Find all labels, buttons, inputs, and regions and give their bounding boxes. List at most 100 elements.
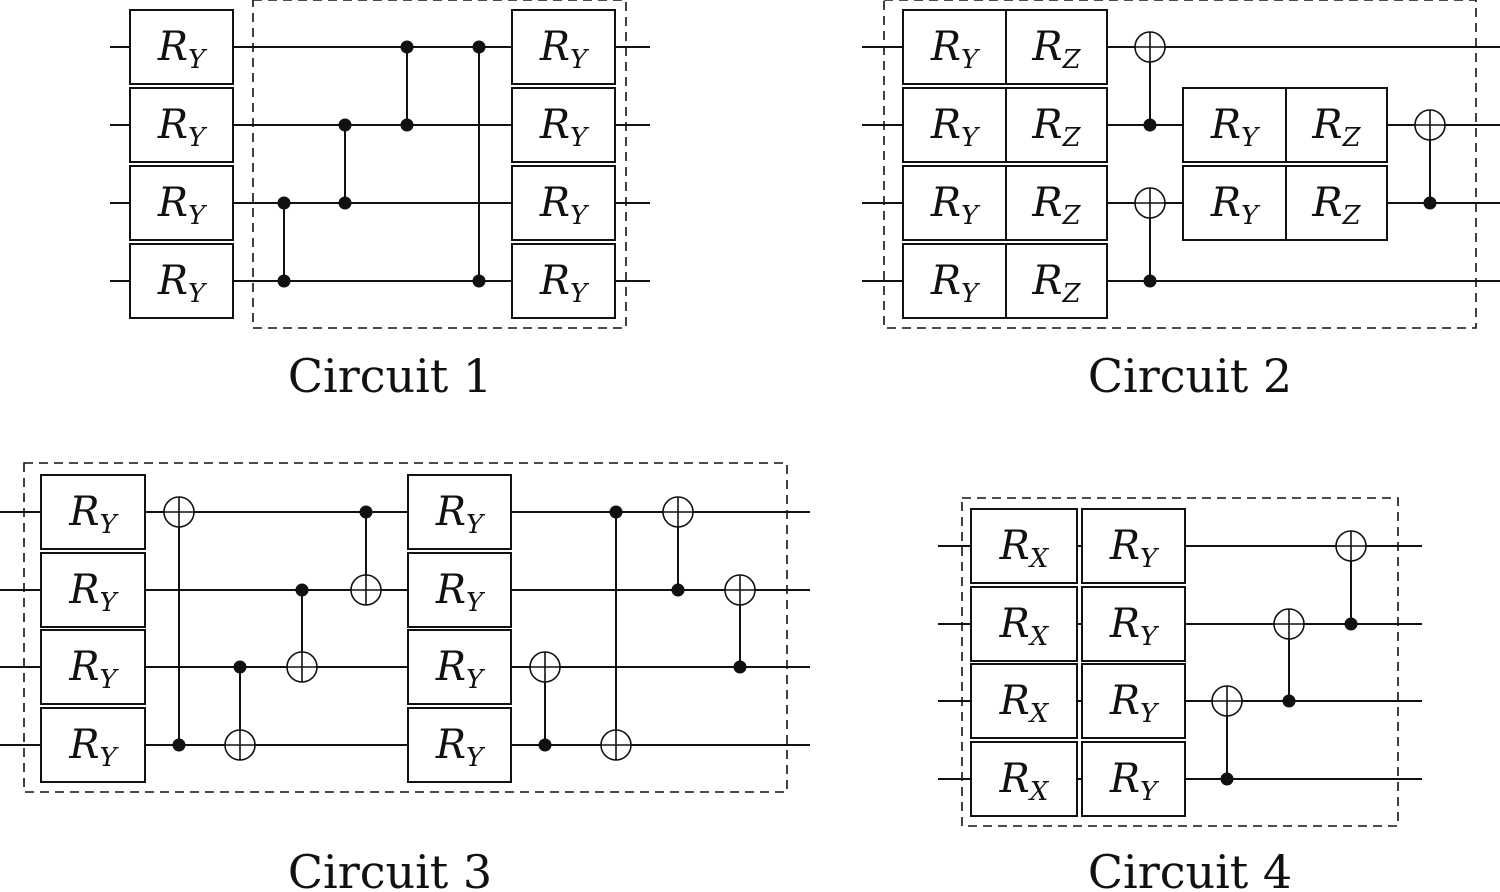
gate-label: RY xyxy=(1109,523,1160,574)
control-dot xyxy=(400,40,414,54)
control-dot xyxy=(1143,118,1157,132)
control-dot xyxy=(359,505,373,519)
rotation-gate-ry: RY xyxy=(902,165,1007,241)
rotation-gate-rx: RX xyxy=(970,508,1078,584)
rotation-gate-ry: RY xyxy=(1182,87,1287,163)
rotation-gate-ry: RY xyxy=(902,87,1007,163)
rotation-gate-ry: RY xyxy=(40,474,146,550)
gate-label: RY xyxy=(1109,678,1160,729)
cnot-target xyxy=(1335,530,1367,562)
gate-label: RX xyxy=(999,678,1050,729)
gate-label: RX xyxy=(999,756,1050,807)
control-dot xyxy=(538,738,552,752)
controlled-gate xyxy=(224,660,256,761)
rotation-gate-ry: RY xyxy=(511,9,616,85)
circuit-caption: Circuit 3 xyxy=(288,845,492,892)
gate-label: RZ xyxy=(1311,180,1361,231)
control-dot xyxy=(1220,772,1234,786)
gate-label: RY xyxy=(68,489,119,540)
cnot-target xyxy=(224,729,256,761)
gate-label: RY xyxy=(68,722,119,773)
gate-label: RY xyxy=(930,102,981,153)
circuit-caption: Circuit 4 xyxy=(1088,845,1292,892)
cnot-target xyxy=(1414,109,1446,141)
gate-label: RY xyxy=(157,102,208,153)
gate-label: RY xyxy=(435,489,486,540)
rotation-gate-ry: RY xyxy=(1081,741,1186,817)
gate-label: RY xyxy=(539,102,590,153)
gate-label: RY xyxy=(930,24,981,75)
rotation-gate-ry: RY xyxy=(407,552,512,628)
gate-label: RY xyxy=(68,644,119,695)
controlled-gate xyxy=(1134,187,1166,288)
rotation-gate-rz: RZ xyxy=(1005,243,1108,319)
gate-label: RY xyxy=(157,24,208,75)
control-dot xyxy=(472,274,486,288)
gate-label: RY xyxy=(539,24,590,75)
control-dot xyxy=(1423,196,1437,210)
cnot-target xyxy=(724,574,756,606)
gate-label: RX xyxy=(999,523,1050,574)
rotation-gate-rz: RZ xyxy=(1285,87,1388,163)
gate-label: RY xyxy=(539,258,590,309)
gate-label: RZ xyxy=(1031,102,1081,153)
dashed-layer-box xyxy=(252,0,627,329)
rotation-gate-rx: RX xyxy=(970,663,1078,739)
rotation-gate-ry: RY xyxy=(407,629,512,705)
rotation-gate-ry: RY xyxy=(902,243,1007,319)
cnot-target xyxy=(1273,608,1305,640)
controlled-gate xyxy=(1273,608,1305,708)
controlled-gate xyxy=(724,574,756,674)
rotation-gate-rx: RX xyxy=(970,741,1078,817)
controlled-gate xyxy=(400,40,414,132)
circuit-caption: Circuit 1 xyxy=(288,349,492,403)
gate-label: RY xyxy=(930,258,981,309)
gate-label: RY xyxy=(157,180,208,231)
circuit-caption: Circuit 2 xyxy=(1088,349,1292,403)
rotation-gate-rz: RZ xyxy=(1285,165,1388,241)
circuit-4: RX RY RX RY RX RY RX RY Circuit 4 xyxy=(938,497,1422,892)
gate-label: RZ xyxy=(1031,24,1081,75)
cnot-target xyxy=(1134,31,1166,63)
rotation-gate-rz: RZ xyxy=(1005,87,1108,163)
dashed-layer-box xyxy=(883,0,1477,329)
gate-label: RY xyxy=(1210,180,1261,231)
controlled-gate xyxy=(529,651,561,752)
controlled-gate xyxy=(1211,685,1243,786)
rotation-gate-ry: RY xyxy=(902,9,1007,85)
rotation-gate-ry: RY xyxy=(129,165,234,241)
rotation-gate-ry: RY xyxy=(1182,165,1287,241)
control-dot xyxy=(733,660,747,674)
controlled-gate xyxy=(286,583,318,683)
cnot-target xyxy=(163,496,195,528)
cnot-target xyxy=(662,496,694,528)
gate-label: RY xyxy=(930,180,981,231)
rotation-gate-ry: RY xyxy=(1081,586,1186,662)
gate-label: RZ xyxy=(1031,258,1081,309)
rotation-gate-ry: RY xyxy=(40,552,146,628)
rotation-gate-ry: RY xyxy=(1081,508,1186,584)
cnot-target xyxy=(1211,685,1243,717)
control-dot xyxy=(671,583,685,597)
gate-label: RY xyxy=(1109,756,1160,807)
gate-label: RZ xyxy=(1031,180,1081,231)
control-dot xyxy=(400,118,414,132)
gate-label: RZ xyxy=(1311,102,1361,153)
cnot-target xyxy=(1134,187,1166,219)
controlled-gate xyxy=(662,496,694,597)
control-dot xyxy=(233,660,247,674)
control-dot xyxy=(472,40,486,54)
controlled-gate xyxy=(277,196,291,288)
control-dot xyxy=(1344,617,1358,631)
controlled-gate xyxy=(1134,31,1166,132)
gate-label: RY xyxy=(435,644,486,695)
gate-label: RY xyxy=(1210,102,1261,153)
gate-label: RY xyxy=(1109,601,1160,652)
rotation-gate-rx: RX xyxy=(970,586,1078,662)
rotation-gate-ry: RY xyxy=(129,243,234,319)
rotation-gate-ry: RY xyxy=(129,87,234,163)
